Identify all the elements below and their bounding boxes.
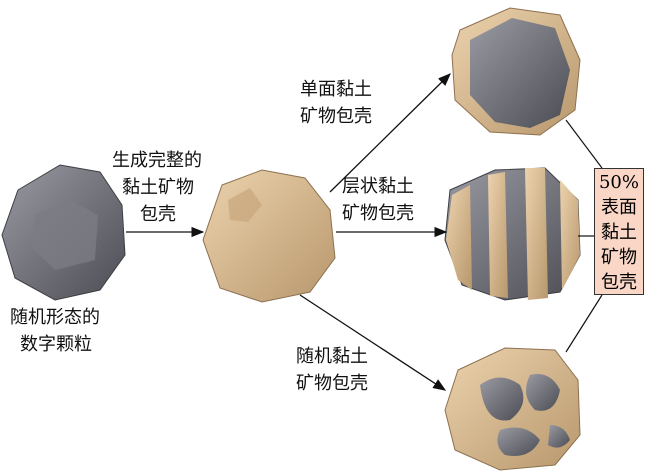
arrow-random: [299, 294, 447, 391]
layered-label-line1: 层状黏土: [342, 176, 414, 197]
generate-label-line1: 生成完整的: [112, 150, 202, 171]
connector-top: [565, 119, 603, 169]
layered-label-line2: 矿物包壳: [342, 203, 414, 224]
grey-particle: [1, 164, 126, 301]
layered-coated-particle: [444, 167, 581, 301]
random-coated-particle: [444, 347, 581, 471]
one-sided-label-line1: 单面黏土: [300, 79, 372, 100]
source-label-line2: 数字颗粒: [20, 334, 92, 355]
result-box: 50% 表面 黏土 矿物 包壳: [594, 168, 644, 295]
one-sided-label-line2: 矿物包壳: [300, 106, 372, 127]
result-line2: 表面: [601, 197, 637, 218]
result-line4: 矿物: [601, 247, 637, 268]
result-line1: 50%: [598, 172, 639, 193]
clay-coated-particle: [202, 169, 336, 303]
generate-label-line2: 黏土矿物: [122, 177, 194, 198]
random-label-line1: 随机黏土: [296, 346, 368, 367]
source-label-line1: 随机形态的: [10, 307, 100, 328]
one-sided-coated-particle: [451, 7, 581, 136]
result-line3: 黏土: [601, 222, 637, 243]
generate-label-line3: 包壳: [140, 204, 176, 225]
result-line5: 包壳: [601, 272, 637, 293]
connector-bottom: [565, 294, 603, 353]
random-label-line2: 矿物包壳: [296, 373, 368, 394]
arrow-one-sided: [329, 73, 451, 193]
